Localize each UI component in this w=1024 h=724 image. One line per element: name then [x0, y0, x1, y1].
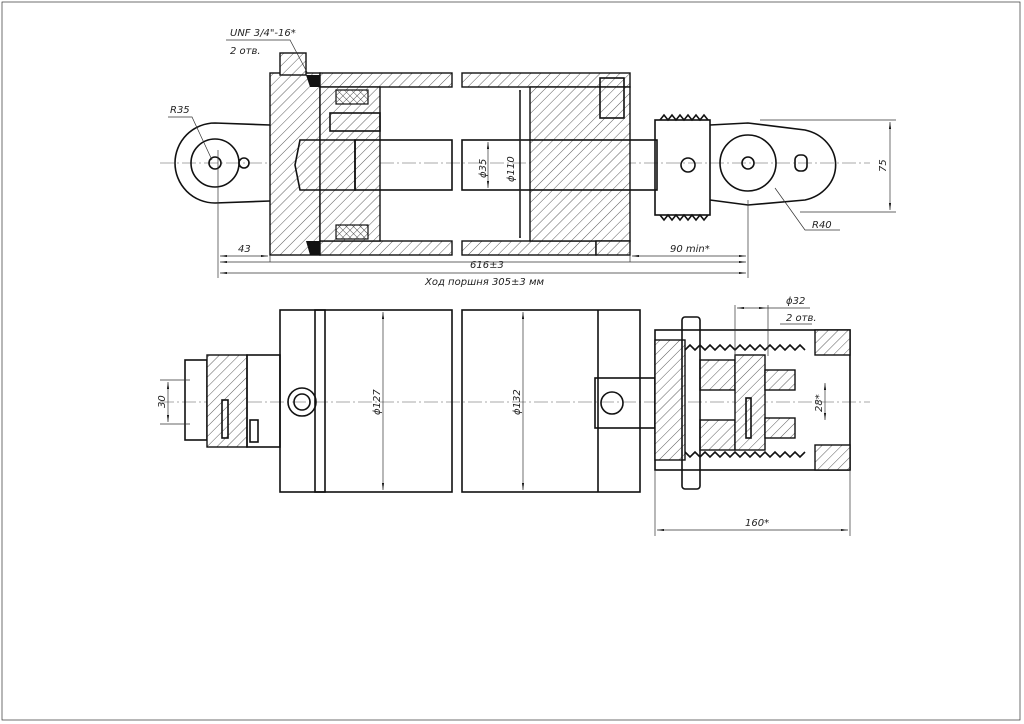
left-clevis-bottom — [184, 354, 281, 448]
top-dimensions: UNF 3/4"-16* 2 отв. R35 R40 43 616±3 Ход… — [168, 28, 896, 288]
bottom-dimensions: 30 ϕ127 ϕ132 ϕ32 2 отв. 28* 160* — [157, 296, 851, 536]
radius-left: R35 — [170, 105, 190, 116]
left-clevis — [174, 122, 271, 204]
cylinder-body-bottom — [279, 309, 656, 493]
dim-160: 160* — [745, 518, 769, 529]
dia-32: ϕ32 — [786, 296, 805, 307]
dim-stroke: Ход поршня 305±3 мм — [424, 277, 544, 288]
dim-30: 30 — [157, 395, 168, 408]
dim-min: 90 min* — [670, 244, 710, 255]
dia-piston: ϕ110 — [506, 156, 517, 182]
dia-127: ϕ127 — [372, 389, 383, 415]
rod-eye — [654, 113, 837, 222]
thread-note: UNF 3/4"-16* — [230, 28, 296, 39]
dim-28: 28* — [814, 394, 825, 412]
cylinder-body — [269, 52, 631, 256]
bottom-plan-view: 30 ϕ127 ϕ132 ϕ32 2 отв. 28* 160* — [157, 296, 870, 536]
hole-count: 2 отв. — [786, 313, 817, 324]
thread-count: 2 отв. — [230, 46, 261, 57]
dim-43: 43 — [238, 244, 251, 255]
piston — [319, 86, 381, 242]
radius-right: R40 — [812, 220, 832, 231]
dim-height: 75 — [878, 159, 889, 172]
top-section-view: UNF 3/4"-16* 2 отв. R35 R40 43 616±3 Ход… — [160, 28, 896, 288]
right-mount-section — [654, 316, 851, 490]
dia-132: ϕ132 — [512, 389, 523, 415]
dia-rod: ϕ35 — [478, 159, 489, 178]
dim-overall: 616±3 — [470, 260, 504, 271]
